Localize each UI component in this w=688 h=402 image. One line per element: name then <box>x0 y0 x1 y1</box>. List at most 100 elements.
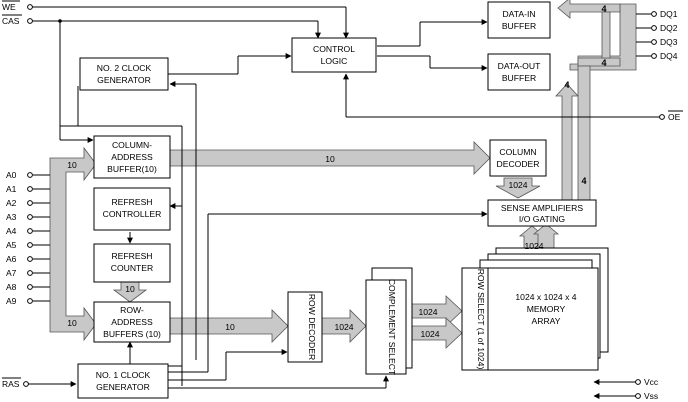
bus-label-addr-row: 10 <box>67 318 77 328</box>
row-buffers-to-decoder-bus <box>169 309 289 343</box>
clock-gen-2-block <box>79 57 169 91</box>
bus-label-dq-out: 4 <box>601 58 606 68</box>
cas-pin-label: CAS <box>2 16 20 26</box>
address-pin-label-a9: A9 <box>6 296 17 306</box>
address-pin-label-a6: A6 <box>6 254 17 264</box>
memory-array-line2: MEMORY <box>527 304 566 314</box>
clock-gen-1-block <box>77 363 169 399</box>
bus-label-dq-in: 4 <box>601 4 606 14</box>
clock-gen-1-line1: NO. 1 CLOCK <box>96 370 151 380</box>
dq2-pin-label: DQ2 <box>660 23 678 33</box>
sense-amplifiers-block <box>487 199 597 227</box>
data-in-buffer-line1: DATA-IN <box>502 9 535 19</box>
signal-wires <box>28 6 660 399</box>
address-pin-label-a4: A4 <box>6 226 17 236</box>
address-pin-marker-a9 <box>27 298 33 304</box>
refresh-controller-line1: REFRESH <box>111 197 152 207</box>
address-pin-marker-a0 <box>27 172 33 178</box>
address-pin-label-a2: A2 <box>6 198 17 208</box>
address-pin-label-a3: A3 <box>6 212 17 222</box>
bus-label-refresh-counter: 10 <box>125 284 135 294</box>
vcc-pin-label: Vcc <box>644 377 659 387</box>
refresh-counter-line1: REFRESH <box>111 251 152 261</box>
address-pin-label-a5: A5 <box>6 240 17 250</box>
row-address-buffers-line1: ROW- <box>120 305 144 315</box>
complement-select-block <box>365 279 407 375</box>
sense-amplifiers-line2: I/O GATING <box>519 214 565 224</box>
pin-markers <box>23 4 665 399</box>
oe-pin-label: OE <box>668 112 681 122</box>
complement-to-row-select-bus-a <box>405 295 463 327</box>
row-address-buffers-line3: BUFFERS (10) <box>103 329 161 339</box>
address-pin-marker-a7 <box>27 270 33 276</box>
memory-array-line3: ARRAY <box>532 316 561 326</box>
refresh-counter-block <box>93 243 171 283</box>
address-pin-label-a8: A8 <box>6 282 17 292</box>
address-pin-marker-a6 <box>27 256 33 262</box>
data-out-buffer-line1: DATA-OUT <box>498 61 541 71</box>
dq3-pin-label: DQ3 <box>660 37 678 47</box>
dq4-pin-label: DQ4 <box>660 51 678 61</box>
data-in-buffer-block <box>487 1 551 39</box>
data-out-buffer-line2: BUFFER <box>502 73 536 83</box>
address-pin-marker-a1 <box>27 186 33 192</box>
complement-to-row-select-bus-b <box>405 317 463 349</box>
refresh-controller-block <box>93 187 171 231</box>
col-buffer-to-decoder-bus <box>169 141 491 175</box>
col-decoder-to-sense-bus <box>495 177 541 199</box>
data-out-buffer-block <box>487 53 551 91</box>
bus-label-sense-out: 4 <box>564 80 569 90</box>
complement-select-label: COMPLEMENT SELECT <box>387 279 397 376</box>
refresh-counter-line2: COUNTER <box>111 263 154 273</box>
vss-pin-label: Vss <box>644 391 658 401</box>
bus-label-col-buffer: 10 <box>325 154 335 164</box>
row-select-label: ROW SELECT (1 of 1024) <box>476 269 486 370</box>
refresh-counter-bus <box>112 281 148 303</box>
ras-pin-label: RAS <box>2 379 20 389</box>
data-in-buffer-line2: BUFFER <box>502 21 536 31</box>
clock-gen-2-line2: GENERATOR <box>97 75 151 85</box>
bus-label-row-decoder: 1024 <box>334 322 353 332</box>
address-pin-label-a0: A0 <box>6 170 17 180</box>
bus-label-complement-b: 1024 <box>420 329 439 339</box>
bus-width-labels: 10 10 10 10 10 1024 1024 1024 1024 1024 … <box>67 4 606 339</box>
clock-gen-1-line2: GENERATOR <box>96 382 150 392</box>
control-logic-line2: LOGIC <box>321 56 348 66</box>
row-decoder-to-complement-bus <box>321 309 367 343</box>
bus-label-row-buffers: 10 <box>225 322 235 332</box>
bus-label-sense-in: 4 <box>581 176 586 186</box>
column-decoder-block <box>489 139 547 177</box>
refresh-controller-line2: CONTROLLER <box>103 209 162 219</box>
bus-label-sense-array: 1024 <box>524 241 543 251</box>
address-pin-marker-a4 <box>27 228 33 234</box>
bus-label-addr-col: 10 <box>67 160 77 170</box>
column-address-buffer-line1: COLUMN- <box>112 140 152 150</box>
sense-to-data-out-bus <box>555 83 579 201</box>
column-decoder-line1: COLUMN <box>499 147 536 157</box>
address-pin-marker-a5 <box>27 242 33 248</box>
data-out-to-dq-bus <box>577 57 621 67</box>
dq-to-data-in-bus <box>557 0 621 19</box>
address-pin-marker-a3 <box>27 214 33 220</box>
memory-array-block <box>461 267 599 371</box>
row-address-buffers-line2: ADDRESS <box>111 317 153 327</box>
we-pin-label: WE <box>2 2 16 12</box>
address-pin-marker-a8 <box>27 284 33 290</box>
column-address-buffer-line2: ADDRESS <box>111 152 153 162</box>
column-decoder-line2: DECODER <box>497 159 540 169</box>
column-address-buffer-line3: BUFFER(10) <box>107 164 157 174</box>
dq1-pin-label: DQ1 <box>660 9 678 19</box>
control-logic-block <box>291 37 377 73</box>
address-pin-label-a1: A1 <box>6 184 17 194</box>
address-pin-marker-a2 <box>27 200 33 206</box>
address-bus <box>49 146 97 342</box>
row-decoder-block <box>287 291 323 363</box>
row-address-buffers-block <box>93 301 171 343</box>
data-in-side-bus <box>601 11 611 59</box>
clock-gen-2-line1: NO. 2 CLOCK <box>97 63 152 73</box>
sense-amplifiers-line1: SENSE AMPLIFIERS <box>501 203 583 213</box>
address-pin-label-a7: A7 <box>6 268 17 278</box>
